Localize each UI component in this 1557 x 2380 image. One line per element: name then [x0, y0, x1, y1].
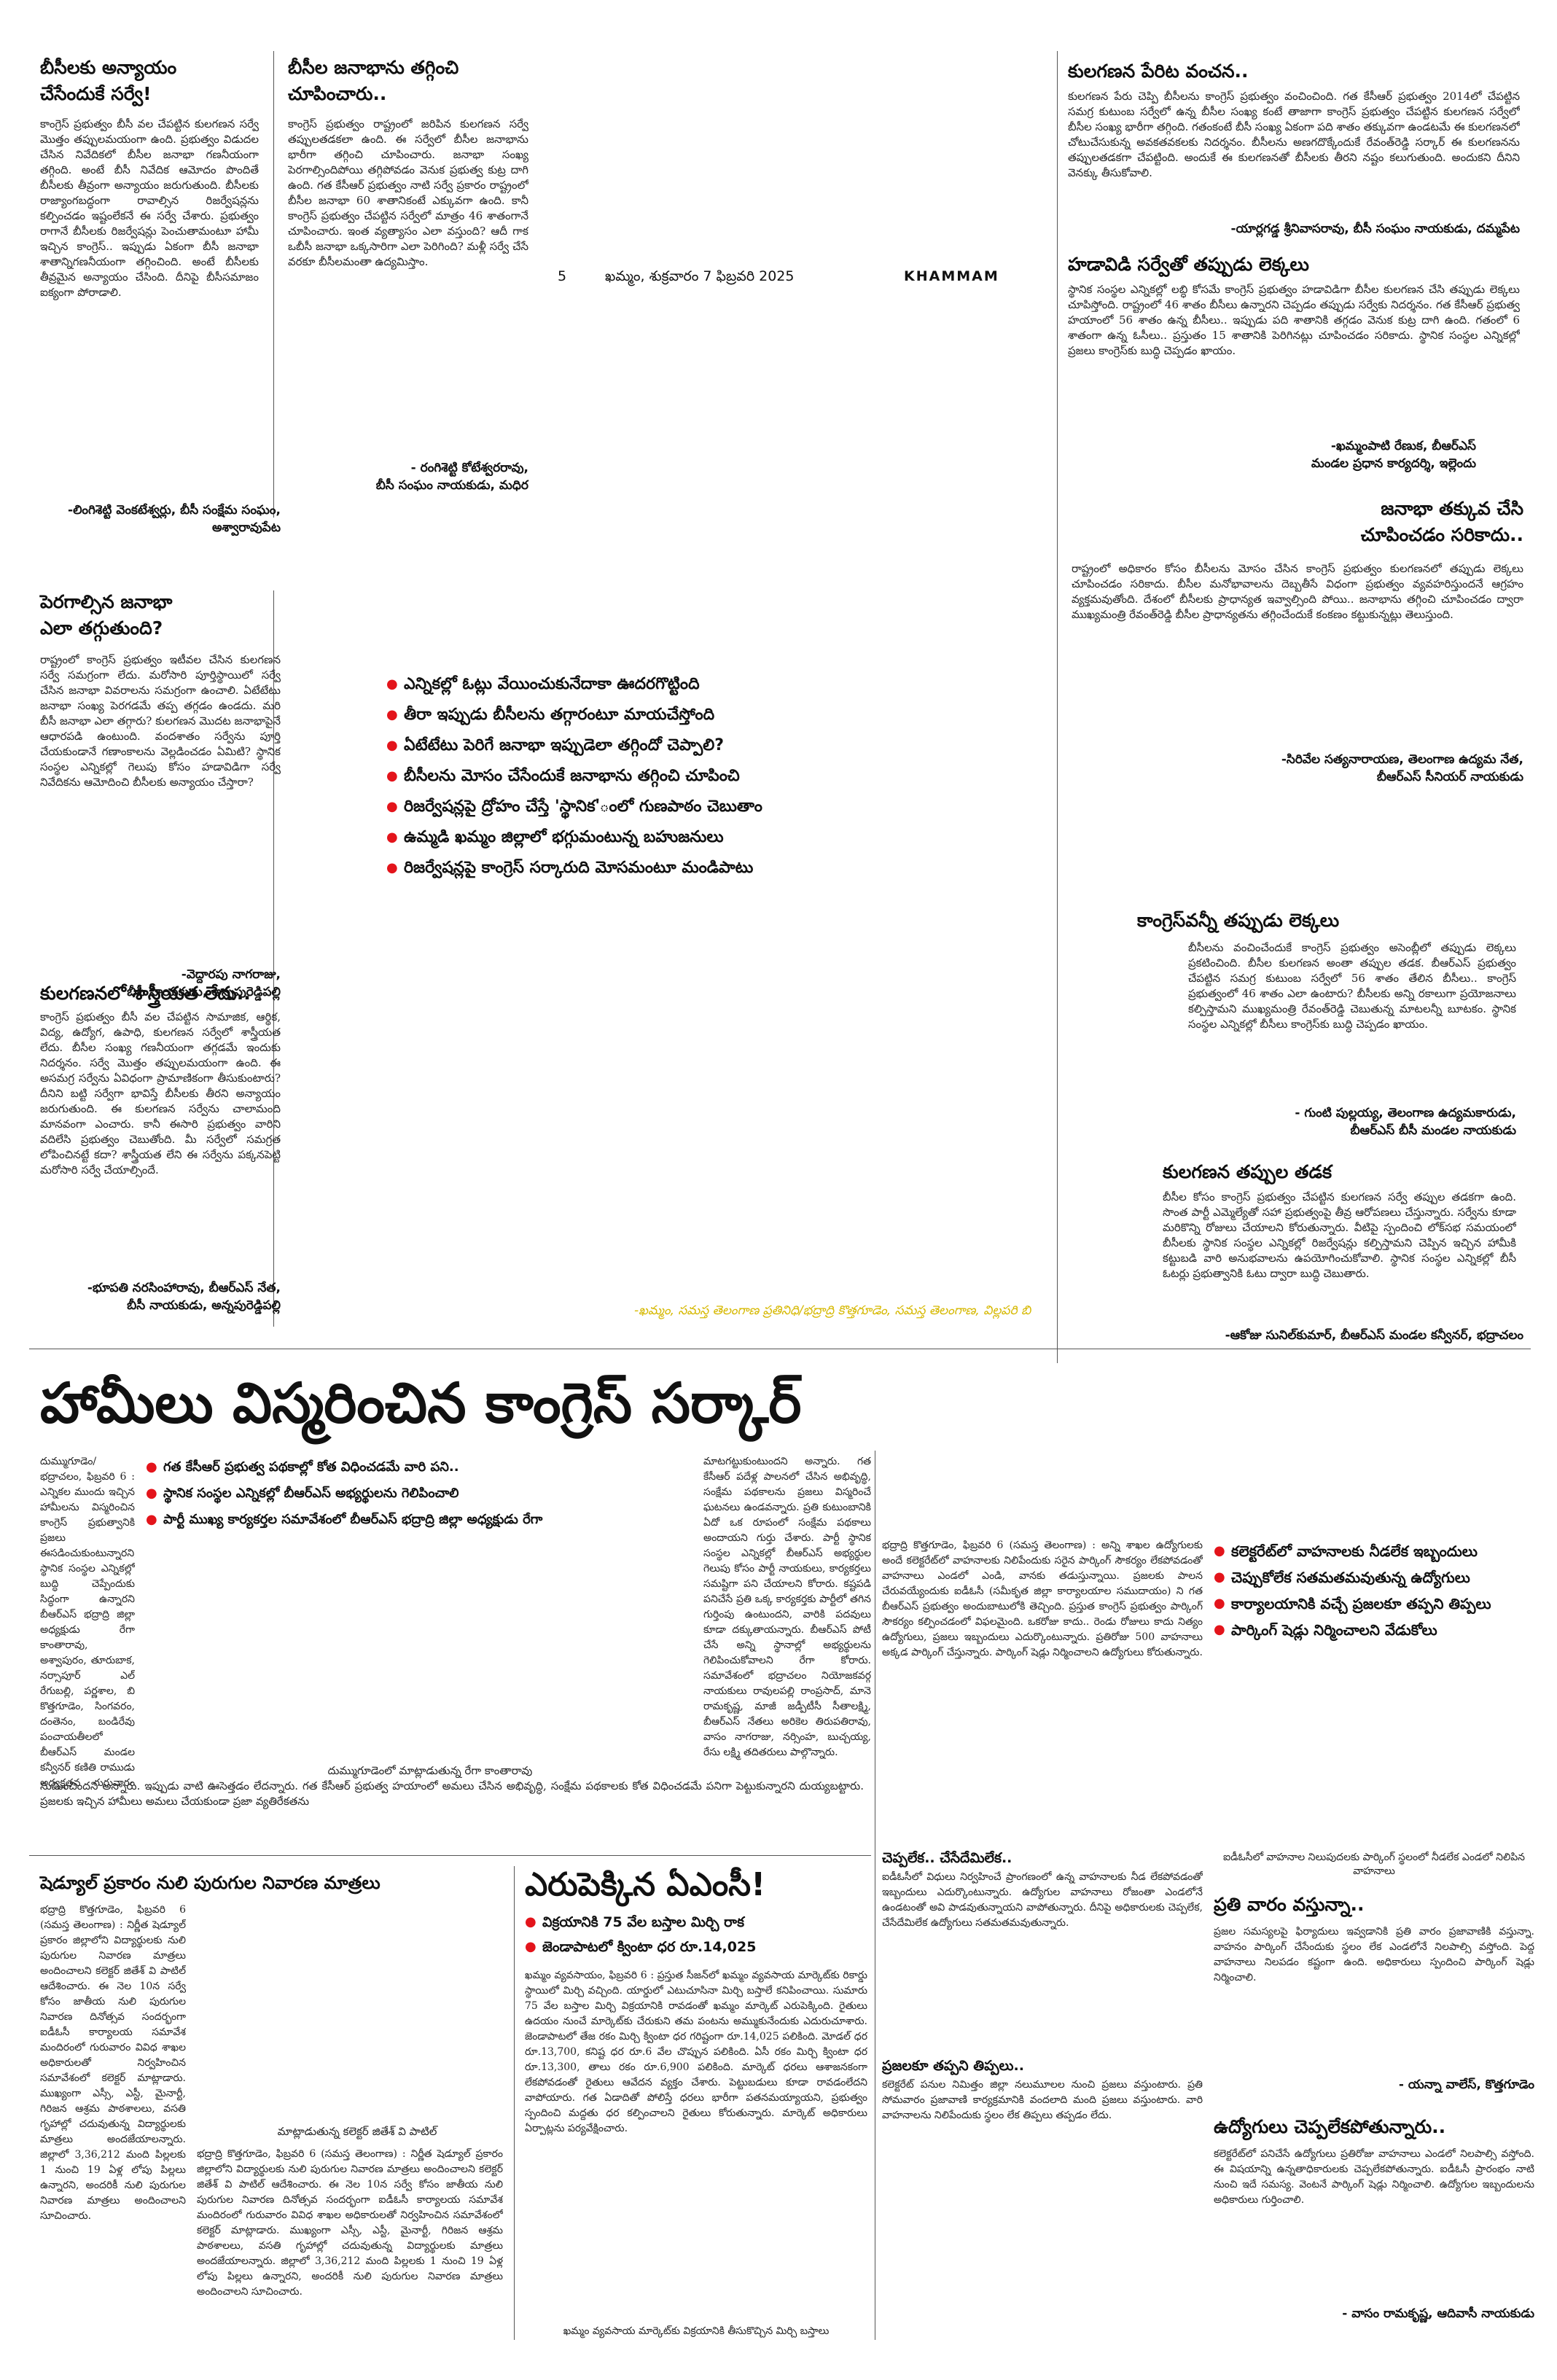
- amc-headline: ఎరుపెక్కిన ఏఎంసీ!: [525, 1866, 766, 1903]
- article-byline: -భూపతి నరసింహారావు, బీఆర్‌ఎస్‌ నేత,బీసీ …: [87, 1281, 281, 1313]
- article-headline: జనాభా తక్కువ చేసిచూపించడం సరికాదు..: [1360, 498, 1523, 545]
- article-headline: ప్రతి వారం వస్తున్నా..: [1214, 1894, 1365, 1915]
- column-rule: [273, 590, 274, 1327]
- article-body: రాష్ట్రంలో కాంగ్రెస్‌ ప్రభుత్వం ఇటీవల చే…: [40, 653, 281, 789]
- bullet-item: ఏటేటేటు పెరిగే జనాభా ఇప్పుడెలా తగ్గిందో …: [386, 730, 1042, 761]
- article-byline: - గుంటి పుల్లయ్య, తెలంగాణ ఉద్యమకారుడు,బీ…: [1295, 1106, 1516, 1138]
- article-body: ఖమ్మం వ్యవసాయం, ఫిబ్రవరి 6 : ప్రస్తుత సీ…: [525, 1970, 867, 2134]
- article-body: స్థానిక సంస్థల ఎన్నికల్లో లబ్ధి కోసమే కా…: [1068, 283, 1520, 357]
- photo-caption: దుమ్ముగూడెంలో మాట్లాడుతున్న రేగా కాంతారా…: [327, 1764, 533, 1777]
- column-rule: [514, 1866, 515, 2340]
- bullet-item: స్థానిక సంస్థల ఎన్నికల్లో బీఆర్‌ఎస్‌ అభ్…: [146, 1480, 700, 1507]
- main-headline: హామీలు విస్మరించిన కాంగ్రెస్‌ సర్కార్‌: [40, 1370, 802, 1435]
- photo-caption: ఐడీఓసీలో వాహనాల నిలుపుదలకు పార్కింగ్‌ స్…: [1222, 1852, 1526, 1877]
- article-byline: -ఖమ్మంపాటి రేణుక, బీఆర్‌ఎస్‌మండల ప్రధాన …: [1311, 439, 1476, 471]
- page-number: 5: [558, 268, 567, 284]
- dateline: ఖమ్మం, శుక్రవారం 7 ఫిబ్రవరి 2025: [605, 268, 795, 284]
- bullet-item: చెప్పుకోలేక సతమతమవుతున్న ఉద్యోగులు: [1214, 1564, 1534, 1591]
- article-body: బీసీల కోసం కాంగ్రెస్‌ ప్రభుత్వం చేపట్టిన…: [1163, 1190, 1516, 1280]
- article-body: దుమ్ముగూడెం/భద్రాచలం, ఫిబ్రవరి 6 : ఎన్ని…: [40, 1456, 135, 1789]
- article-body: కలెక్టరేట్‌లో పనిచేసే ఉద్యోగులు ప్రతిరోజ…: [1214, 2148, 1534, 2206]
- article-byline: - యన్నా వాలేస్‌, కొత్తగూడెం: [1398, 2077, 1534, 2092]
- bullet-item: రిజర్వేషన్లపై కాంగ్రెస్‌ సర్కారుది మోసమం…: [386, 853, 1042, 883]
- article-headline: షెడ్యూల్‌ ప్రకారం నులి పురుగుల నివారణ మా…: [40, 1873, 381, 1893]
- bullet-item: బీసీలను మోసం చేసేందుకే జనాభాను తగ్గించి …: [386, 761, 1042, 792]
- article-byline: - రంగిశెట్టి కోటేశ్వరరావు,బీసీ సంఘం నాయక…: [375, 461, 528, 493]
- article-body: సుమించిందని అన్నారు. ఇప్పుడు వాటి ఊసెత్త…: [40, 1779, 864, 1808]
- article-body: మాటగట్టుకుంటుందని అన్నారు. గత కేసీఆర్‌ ప…: [703, 1456, 871, 1758]
- column-rule: [273, 51, 274, 518]
- article-body: ఐడీఓసీలో విధులు నిర్వహించే ప్రాంగణంలో ఉన…: [882, 1871, 1203, 1929]
- bullet-item: తీరా ఇప్పుడు బీసీలను తగ్గారంటూ మాయచేస్తో…: [386, 700, 1042, 730]
- article-body: రాష్ట్రంలో అధికారం కోసం బీసీలను మోసం చేస…: [1072, 562, 1523, 621]
- article-headline: పెరగాల్సిన జనాభాఎలా తగ్గుతుంది?: [40, 591, 173, 639]
- article-headline: కులగణనలో శాస్త్రీయత లేదు..: [40, 983, 251, 1004]
- photo-caption: ఖమ్మం వ్యవసాయ మార్కెట్‌కు విక్రయానికి తీ…: [563, 2325, 830, 2337]
- article-body: భద్రాద్రి కొత్తగూడెం, ఫిబ్రవరి 6 (సమస్త …: [882, 1540, 1203, 1658]
- article-body: కాంగ్రెస్‌ ప్రభుత్వం బీసీ వల చేపట్టిన కు…: [40, 117, 259, 299]
- subheading: ప్రజలకూ తప్పని తిప్పలు..: [882, 2058, 1024, 2074]
- article-headline: కులగణన పేరిట వంచన..: [1068, 61, 1249, 82]
- article-body: ప్రజల సమస్యలపై ఫిర్యాదులు ఇవ్వడానికి ప్ర…: [1214, 1926, 1534, 1983]
- article-body: కులగణన పేరు చెప్పి బీసీలను కాంగ్రెస్‌ ప్…: [1068, 90, 1520, 179]
- column-rule: [1057, 51, 1058, 1363]
- bullet-item: కార్యాలయానికి వచ్చే ప్రజలకూ తప్పని తిప్ప…: [1214, 1591, 1534, 1617]
- article-byline: -సిరివేల సత్యనారాయణ, తెలంగాణ ఉద్యమ నేత,బ…: [1281, 752, 1523, 784]
- article-body: కలెక్టరేట్‌ పనుల నిమిత్తం జిల్లా నలుమూలల…: [882, 2079, 1203, 2121]
- bullet-item: గత కేసీఆర్‌ ప్రభుత్వ పథకాల్లో కోత విధించ…: [146, 1454, 700, 1480]
- article-body: కాంగ్రెస్‌ ప్రభుత్వం బీసీ వల చేపట్టిన సా…: [40, 1010, 281, 1177]
- bullet-item: కలెక్టరేట్‌లో వాహనాలకు నీడలేక ఇబ్బందులు: [1214, 1538, 1534, 1564]
- article-body: బీసీలను వంచించేందుకే కాంగ్రెస్‌ ప్రభుత్వ…: [1188, 941, 1516, 1031]
- bullet-item: రిజర్వేషన్లపై ద్రోహం చేస్తే 'స్థానిక'ంలో…: [386, 792, 1042, 822]
- top-bullet-list: ఎన్నికల్లో ఓట్లు వేయించుకునేదాకా ఊదరగొట్…: [386, 669, 1042, 883]
- top-credit-line: -ఖమ్మం, సమస్త తెలంగాణ ప్రతినిధి/భద్రాద్ర…: [634, 1303, 1031, 1318]
- bullet-item: జెండాపాటలో క్వింటా ధర రూ.14,025: [525, 1935, 867, 1959]
- article-byline: -లింగిశెట్టి వెంకటేశ్వర్లు, బీసీ సంక్షేమ…: [68, 503, 281, 535]
- main-bullet-list: గత కేసీఆర్‌ ప్రభుత్వ పథకాల్లో కోత విధించ…: [146, 1454, 700, 1533]
- article-byline: -యార్లగడ్డ శ్రీనివాసరావు, బీసీ సంఘం నాయక…: [1230, 222, 1520, 236]
- collector-photo: [197, 1903, 503, 2121]
- article-byline: -వెద్దారపు నాగరాజు,బీసీ నాయకుడు, అన్నపుర…: [127, 967, 281, 999]
- bullet-item: పార్కింగ్‌ షెడ్లు నిర్మించాలని వేడుకోలు: [1214, 1617, 1534, 1643]
- article-body: భద్రాద్రి కొత్తగూడెం, ఫిబ్రవరి 6 (సమస్త …: [197, 2148, 503, 2298]
- article-body: భద్రాద్రి కొత్తగూడెం, ఫిబ్రవరి 6 (సమస్త …: [40, 1904, 186, 2222]
- amc-bullet-list: విక్రయానికి 75 వేల బస్తాల మిర్చి రాక జెం…: [525, 1910, 867, 1959]
- article-headline: బీసీలకు అన్యాయంచేసేందుకే సర్వే!: [40, 57, 177, 104]
- bullet-item: ఎన్నికల్లో ఓట్లు వేయించుకునేదాకా ఊదరగొట్…: [386, 669, 1042, 700]
- bullet-item: పార్టీ ముఖ్య కార్యకర్తల సమావేశంలో బీఆర్‌…: [146, 1507, 700, 1533]
- article-byline: -ఆకోజు సునిల్‌కుమార్‌, బీఆర్‌ఎస్‌ మండల క…: [1225, 1328, 1523, 1343]
- market-photo: [525, 2198, 867, 2322]
- article-headline: కులగణన తప్పుల తడక: [1163, 1161, 1332, 1182]
- article-byline: - వాసం రామకృష్ణ, ఆదివాసీ నాయకుడు: [1342, 2306, 1534, 2321]
- photo-caption: మాట్లాడుతున్న కలెక్టర్‌ జితేశ్‌ వి పాటిల…: [277, 2125, 437, 2138]
- bullet-item: విక్రయానికి 75 వేల బస్తాల మిర్చి రాక: [525, 1910, 867, 1935]
- edition-label: KHAMMAM: [904, 268, 999, 284]
- article-headline: ఉద్యోగులు చెప్పలేకపోతున్నారు..: [1214, 2116, 1446, 2137]
- subheading: చెప్పలేక.. చేసేదేమిలేక..: [882, 1850, 1012, 1866]
- article-headline: బీసీల జనాభాను తగ్గించిచూపించారు..: [288, 57, 459, 104]
- rega-photo: [146, 1538, 696, 1757]
- bullet-item: ఉమ్మడి ఖమ్మం జిల్లాలో భగ్గుమంటున్న బహుజన…: [386, 822, 1042, 853]
- article-headline: కాంగ్రెస్‌వన్నీ తప్పుడు లెక్కలు: [1137, 910, 1340, 931]
- section-divider: [29, 1855, 871, 1856]
- article-headline: హడావిడి సర్వేతో తప్పుడు లెక్కలు: [1068, 254, 1309, 275]
- right-bullet-list: కలెక్టరేట్‌లో వాహనాలకు నీడలేక ఇబ్బందులు …: [1214, 1538, 1534, 1643]
- parking-photo: [1214, 1655, 1534, 1844]
- article-body: కాంగ్రెస్‌ ప్రభుత్వం రాష్ట్రంలో జరిపిన క…: [288, 117, 528, 268]
